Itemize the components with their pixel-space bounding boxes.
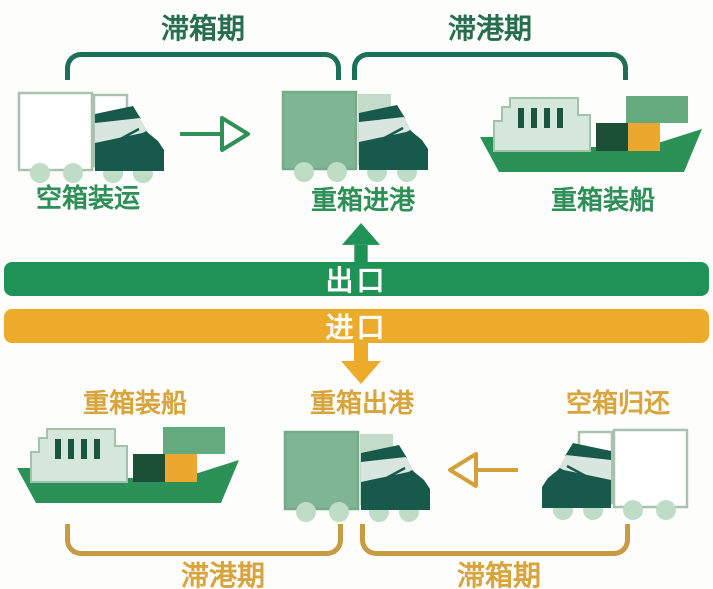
export-bar-label: 出口 <box>325 264 388 297</box>
container-detention-top-label: 滞箱期 <box>160 12 245 45</box>
export-bar: 出口 <box>4 262 709 297</box>
container-detention-bracket-top <box>65 52 341 80</box>
port-detention-top-label: 滞港期 <box>447 12 532 45</box>
loaded-truck-icon <box>280 83 430 183</box>
import-bar: 进口 <box>4 309 709 344</box>
port-detention-bracket-bottom <box>65 524 343 556</box>
port-detention-bottom-label: 滞港期 <box>180 559 265 589</box>
container-detention-bottom-label: 滞箱期 <box>456 559 541 589</box>
empty-container-return-label: 空箱归还 <box>565 389 670 419</box>
empty-truck-icon <box>540 421 690 521</box>
left-arrow-icon <box>446 449 520 491</box>
down-arrow-icon <box>341 343 381 385</box>
import-bar-label: 进口 <box>325 311 388 344</box>
empty-container-shipping-label: 空箱装运 <box>35 184 140 214</box>
cargo-ship-icon <box>478 95 704 173</box>
right-arrow-icon <box>178 113 252 155</box>
up-arrow-icon <box>341 222 381 262</box>
loaded-container-onto-ship-label: 重箱装船 <box>550 186 655 216</box>
loaded-container-enter-port-label: 重箱进港 <box>310 186 415 216</box>
port-detention-bracket-top <box>352 52 628 80</box>
container-detention-bracket-bottom <box>360 524 630 556</box>
loaded-container-leave-port-label: 重箱出港 <box>309 389 414 419</box>
loaded-container-onto-ship-label-bottom: 重箱装船 <box>82 389 187 419</box>
empty-truck-icon <box>16 84 166 184</box>
loaded-truck-icon <box>282 423 432 523</box>
cargo-ship-icon <box>15 426 241 504</box>
